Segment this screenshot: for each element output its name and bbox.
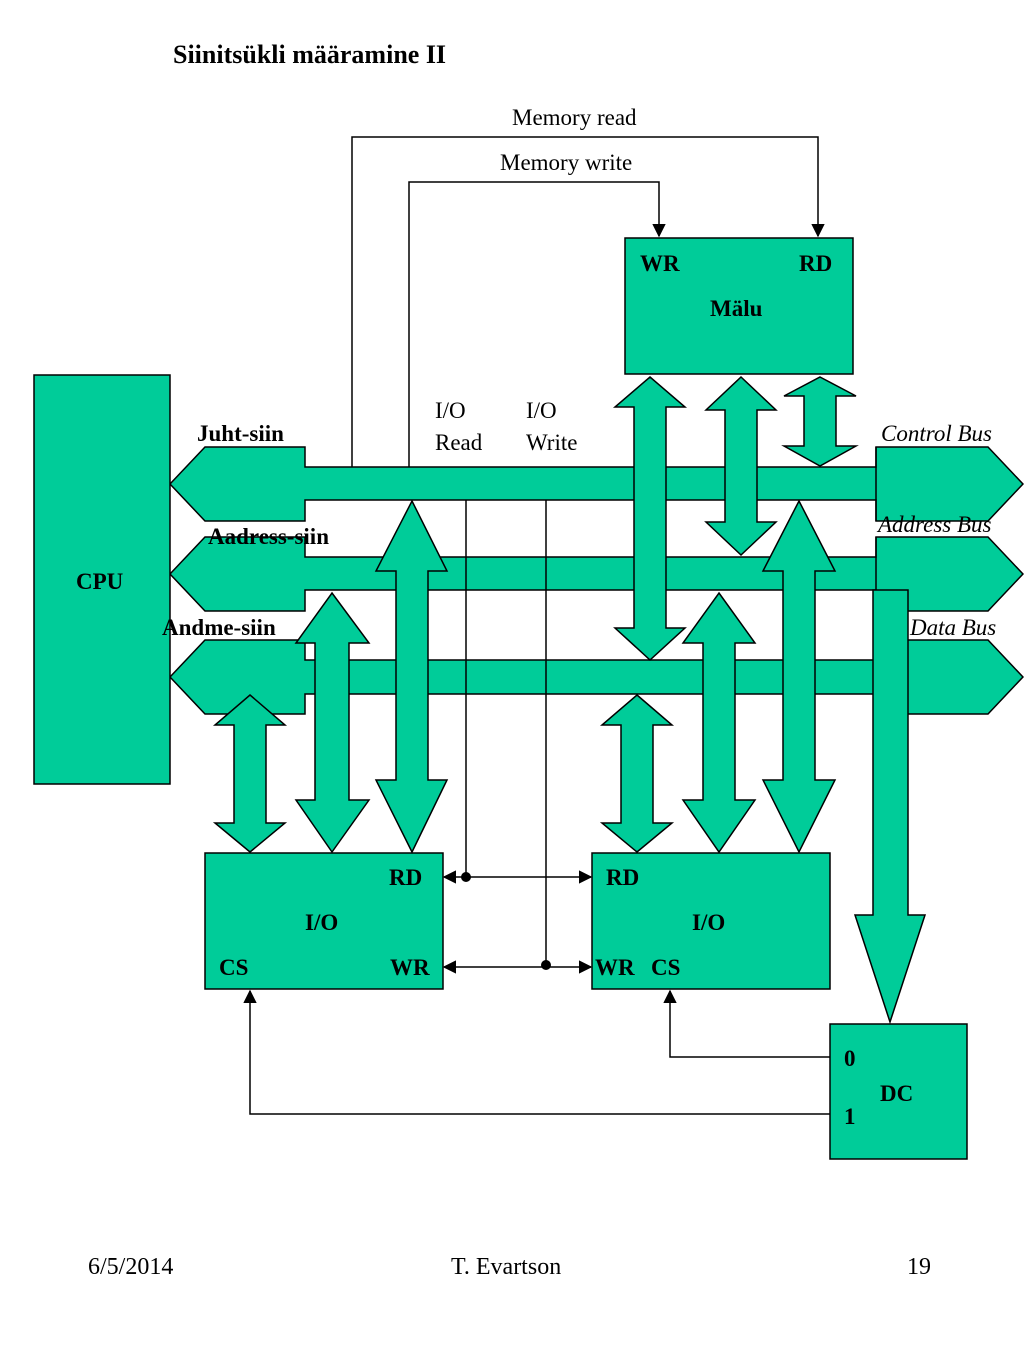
footer-date: 6/5/2014 <box>88 1254 174 1280</box>
io-right-cs-label: CS <box>651 955 680 980</box>
io-left-wr-label: WR <box>390 955 430 980</box>
io-write-junction <box>541 960 551 970</box>
control-bus-est-label: Juht-siin <box>197 421 284 446</box>
io-left-block <box>204 852 444 990</box>
memory-control-arrow <box>781 376 859 467</box>
memory-wr-label: WR <box>640 251 680 276</box>
io-right-name-label: I/O <box>692 910 725 935</box>
memory-read-line <box>351 136 825 467</box>
cpu-label: CPU <box>76 569 124 594</box>
memory-name-label: Mälu <box>710 296 763 321</box>
data-bus-en-label: Data Bus <box>909 615 996 640</box>
memory-block <box>624 237 854 375</box>
decoder-out0-label: 0 <box>844 1046 856 1071</box>
address-bus-est-label: Aadress-siin <box>208 524 329 549</box>
address-bus-en-label: Address Bus <box>876 512 992 537</box>
decoder-block <box>829 1023 968 1160</box>
io-right-address-arrow <box>681 591 757 854</box>
io-write-label-2: Write <box>526 430 577 455</box>
io-left-data-arrow <box>212 694 288 853</box>
io-write-label-1: I/O <box>526 398 557 423</box>
memory-address-arrow <box>704 375 778 557</box>
decoder-out0-line <box>663 989 830 1058</box>
io-right-rd-label: RD <box>606 865 639 890</box>
io-right-block <box>591 852 831 990</box>
footer-page-number: 19 <box>907 1254 931 1280</box>
io-left-address-arrow <box>294 591 371 854</box>
decoder-address-arrow <box>853 589 927 1025</box>
io-left-name-label: I/O <box>305 910 338 935</box>
memory-rd-label: RD <box>799 251 832 276</box>
io-left-cs-label: CS <box>219 955 248 980</box>
memory-read-label: Memory read <box>512 105 637 130</box>
io-left-control-arrow <box>374 499 449 854</box>
cpu-block <box>33 374 171 785</box>
data-bus-est-label: Andme-siin <box>162 615 276 640</box>
io-read-label-1: I/O <box>435 398 466 423</box>
io-right-data-arrow <box>599 694 675 853</box>
control-bus <box>168 446 1024 522</box>
memory-write-line <box>408 181 666 467</box>
io-read-label-2: Read <box>435 430 483 455</box>
decoder-name-label: DC <box>880 1081 913 1106</box>
footer-author: T. Evartson <box>451 1254 562 1280</box>
decoder-out1-line <box>243 989 830 1115</box>
io-left-rd-label: RD <box>389 865 422 890</box>
memory-write-label: Memory write <box>500 150 632 175</box>
decoder-out1-label: 1 <box>844 1104 856 1129</box>
io-right-control-arrow <box>761 499 837 854</box>
control-bus-en-label: Control Bus <box>881 421 992 446</box>
io-read-junction <box>461 872 471 882</box>
memory-data-arrow <box>612 376 688 662</box>
slide-title: Siinitsükli määramine II <box>173 40 447 69</box>
io-right-wr-label: WR <box>595 955 635 980</box>
